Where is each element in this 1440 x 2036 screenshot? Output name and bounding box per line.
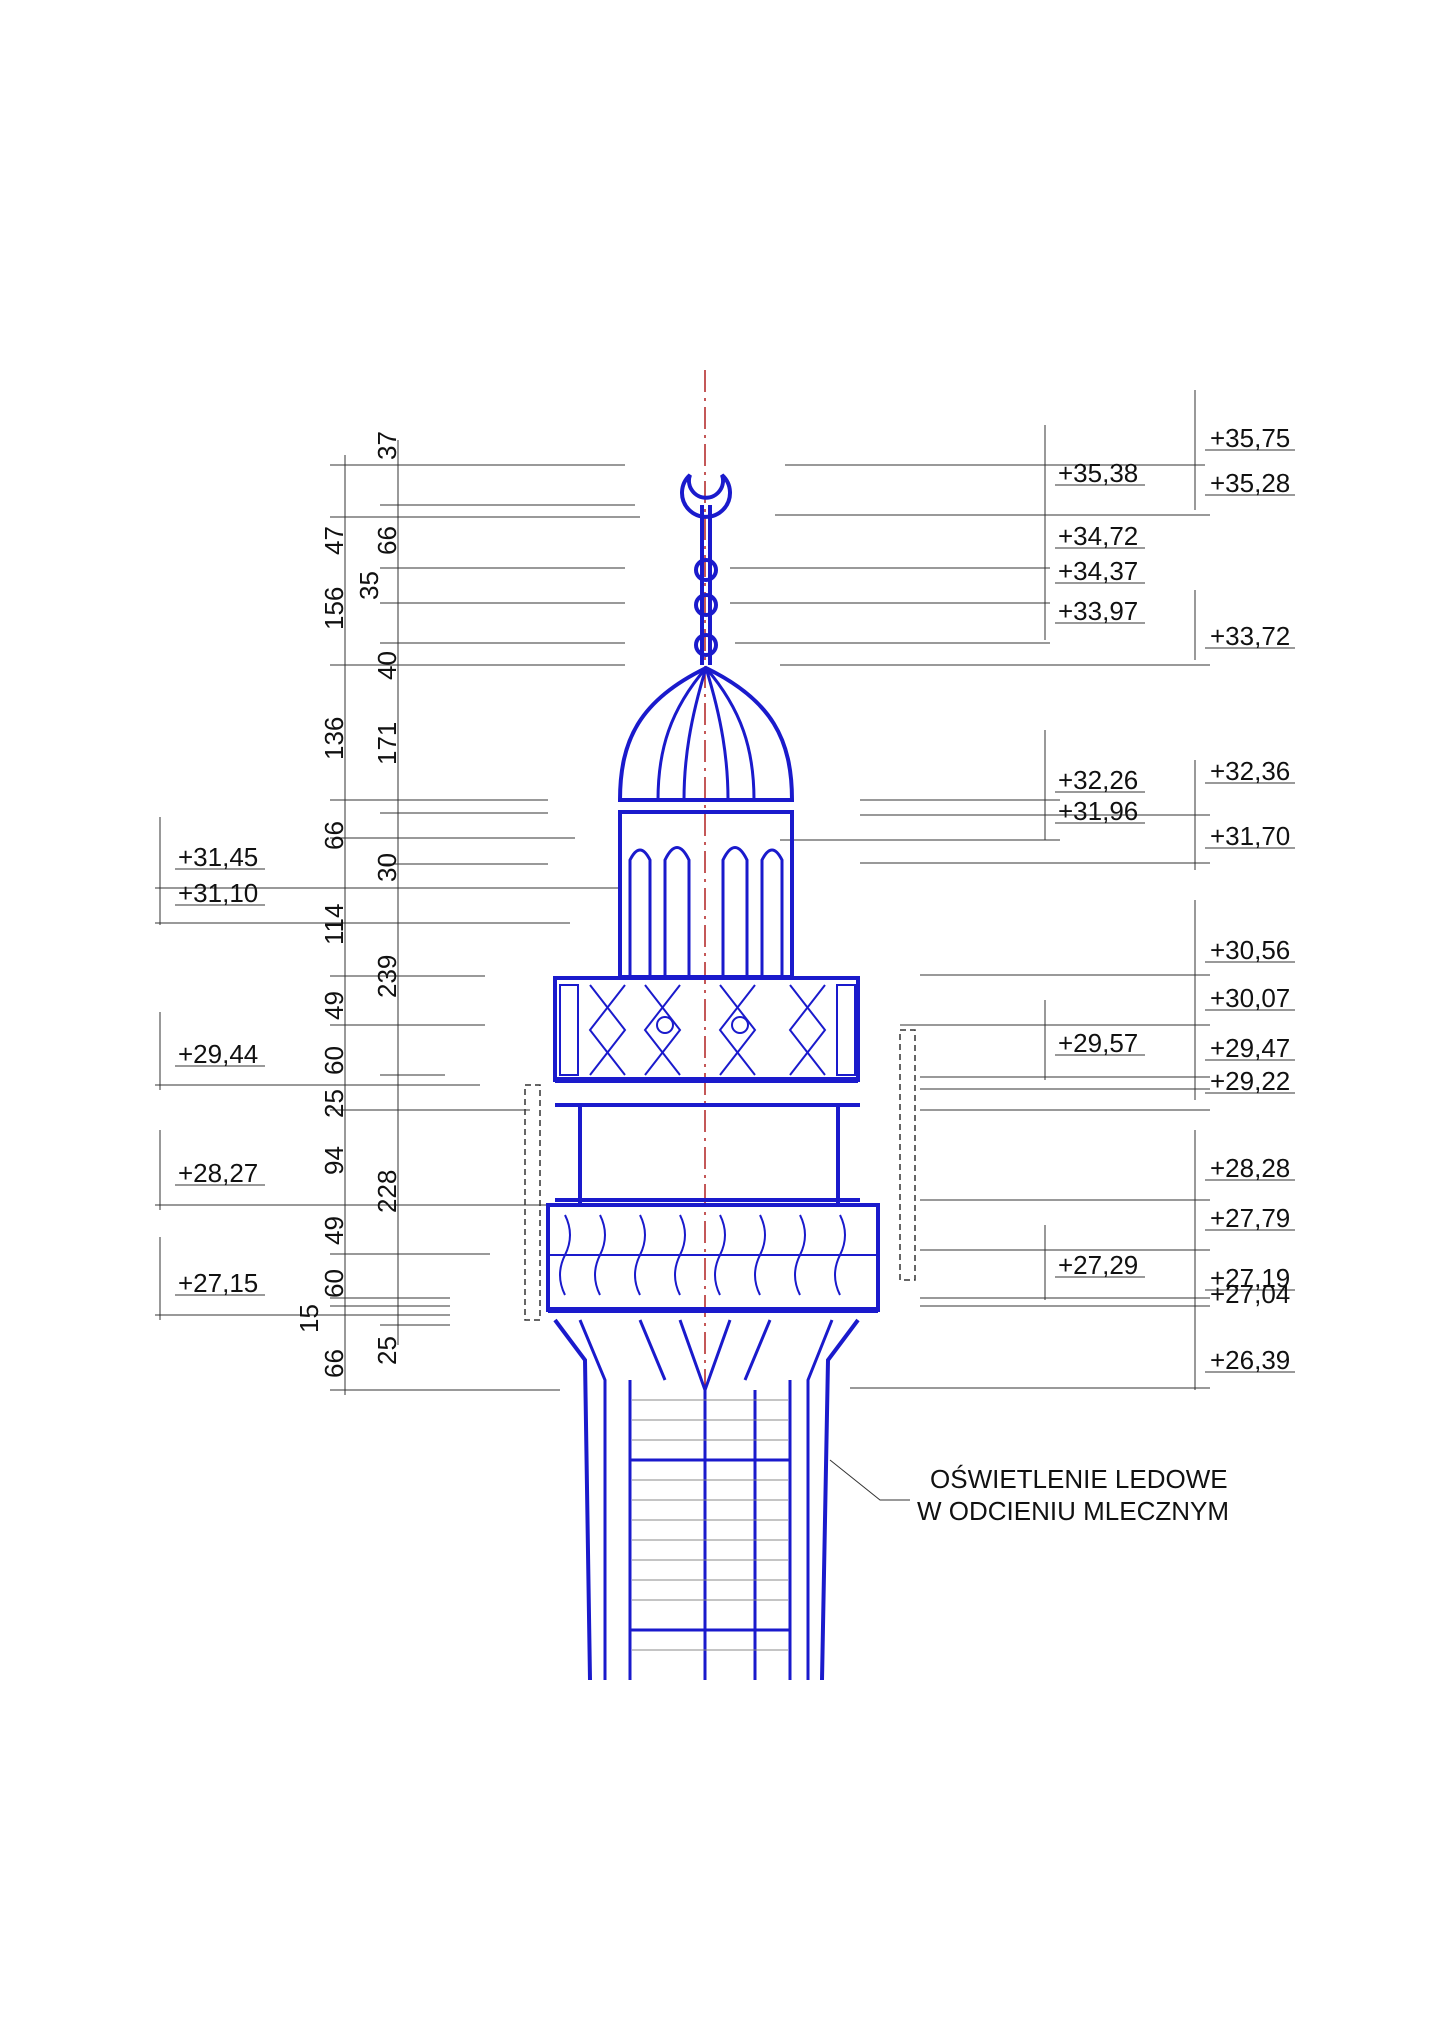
dimension-labels-outer: 47 156 136 66 114 49 60 25 94 49 60 15 6… (294, 526, 349, 1378)
elevation-label: +31,10 (178, 878, 258, 908)
dim-label: 30 (372, 853, 402, 882)
dim-label: 15 (294, 1304, 324, 1333)
elevation-label: +33,97 (1058, 596, 1138, 626)
dim-label: 66 (372, 526, 402, 555)
elevation-label: +29,22 (1210, 1066, 1290, 1096)
minaret-structure (546, 473, 880, 1681)
elevation-label: +27,19 (1210, 1263, 1290, 1293)
dim-label: 47 (319, 526, 349, 555)
dim-label: 228 (372, 1170, 402, 1213)
dimension-labels-inner: 37 66 35 40 171 30 239 228 25 (354, 431, 402, 1365)
dashed-outline (524, 1029, 916, 1321)
elevation-label: +27,29 (1058, 1250, 1138, 1280)
upper-balcony (553, 976, 860, 1082)
note-line-2: W ODCIENIU MLECZNYM (917, 1496, 1229, 1526)
dim-label: 40 (372, 651, 402, 680)
elevation-label: +32,36 (1210, 756, 1290, 786)
dim-label: 156 (319, 587, 349, 630)
elevation-labels-left: +31,45 +31,10 +29,44 +28,27 +27,15 (178, 842, 258, 1298)
elevation-label: +27,04 (1210, 1279, 1290, 1309)
elevation-label: +31,96 (1058, 796, 1138, 826)
dim-label: 114 (319, 904, 349, 945)
crescent-finial (680, 473, 732, 519)
dim-label: 66 (319, 1349, 349, 1378)
elevation-label: +27,79 (1210, 1203, 1290, 1233)
dim-label: 239 (372, 955, 402, 998)
level-lines (155, 390, 1295, 1501)
lighting-note: OŚWIETLENIE LEDOWE W ODCIENIU MLECZNYM (917, 1464, 1229, 1526)
elevation-label: +34,37 (1058, 556, 1138, 586)
elevation-labels-mid: +35,38 +34,72 +34,37 +33,97 +32,26 +31,9… (1058, 458, 1138, 1280)
dim-label: 94 (319, 1146, 349, 1175)
elevation-label: +35,38 (1058, 458, 1138, 488)
elevation-label: +34,72 (1058, 521, 1138, 551)
elevation-label: +29,44 (178, 1039, 258, 1069)
dim-label: 37 (372, 431, 402, 460)
elevation-labels-right: +35,75 +35,28 +33,72 +32,36 +31,70 +30,5… (1210, 423, 1290, 1375)
elevation-label: +33,72 (1210, 621, 1290, 651)
shaft-brickwork (632, 1399, 788, 1651)
elevation-label: +35,75 (1210, 423, 1290, 453)
elevation-label: +26,39 (1210, 1345, 1290, 1375)
elevation-label: +30,07 (1210, 983, 1290, 1013)
elevation-label: +30,56 (1210, 935, 1290, 965)
elevation-label: +31,45 (178, 842, 258, 872)
dim-label: 35 (354, 571, 384, 600)
elevation-label: +28,27 (178, 1158, 258, 1188)
dim-label: 60 (319, 1269, 349, 1298)
elevation-label: +35,28 (1210, 468, 1290, 498)
dim-label: 25 (319, 1089, 349, 1118)
elevation-label: +27,15 (178, 1268, 258, 1298)
elevation-label: +32,26 (1058, 765, 1138, 795)
elevation-label: +28,28 (1210, 1153, 1290, 1183)
dim-label: 49 (319, 991, 349, 1020)
dim-label: 136 (319, 717, 349, 760)
elevation-label: +29,47 (1210, 1033, 1290, 1063)
dim-label: 49 (319, 1216, 349, 1245)
note-line-1: OŚWIETLENIE LEDOWE (930, 1464, 1228, 1494)
lower-balcony (546, 1203, 880, 1312)
dim-label: 60 (319, 1046, 349, 1075)
elevation-label: +29,57 (1058, 1028, 1138, 1058)
dim-label: 25 (372, 1336, 402, 1365)
elevation-label: +31,70 (1210, 821, 1290, 851)
dome (617, 665, 795, 802)
dim-label: 66 (319, 821, 349, 850)
dim-label: 171 (372, 722, 402, 765)
